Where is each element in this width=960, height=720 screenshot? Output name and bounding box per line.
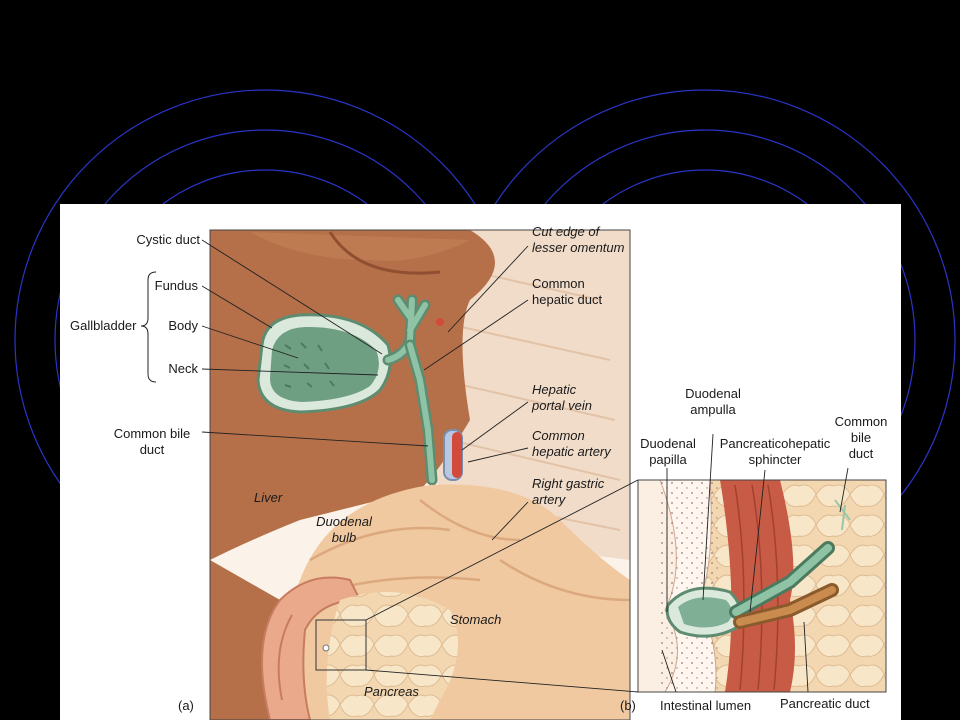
label-duodenal-bulb: Duodenal bulb [316,514,372,545]
label-cut-edge: Cut edge of lesser omentum [532,224,625,255]
label-pancreaticohepatic-sphincter: Pancreaticohepatic sphincter [719,436,831,467]
label-duodenal-papilla: Duodenal papilla [640,436,696,467]
label-duodenal-ampulla: Duodenal ampulla [685,386,741,417]
panel-a-marker: (a) [178,698,194,713]
label-intestinal-lumen: Intestinal lumen [660,698,752,713]
panel-b-illustration [638,480,886,692]
gallbladder-shape [256,313,392,414]
label-right-gastric-artery: Right gastric artery [532,476,605,507]
label-liver: Liver [254,490,283,505]
label-gallbladder: Gallbladder [70,318,137,333]
label-cystic-duct: Cystic duct [136,232,200,247]
gallbladder-bracket [140,271,157,383]
label-common-hepatic-duct: Common hepatic duct [532,276,603,307]
label-pancreas: Pancreas [364,684,419,699]
panel-a-illustration [210,230,630,720]
biliary-ducts [382,294,438,486]
pancreas-shape [326,592,458,720]
label-fundus: Fundus [154,278,198,293]
label-body: Body [168,318,198,333]
label-common-bile-duct-b: Common bile duct [834,414,888,461]
panel-b-marker: (b) [620,698,636,713]
label-hepatic-portal-vein: Hepatic portal vein [532,382,592,413]
label-common-hepatic-artery: Common hepatic artery [532,428,611,459]
label-neck: Neck [168,361,198,376]
label-stomach: Stomach [450,612,502,627]
portal-vein-and-artery [436,318,463,481]
label-common-bile-duct-a: Common bile duct [113,426,191,457]
label-pancreatic-duct: Pancreatic duct [780,696,870,711]
leader-lines [201,239,849,693]
